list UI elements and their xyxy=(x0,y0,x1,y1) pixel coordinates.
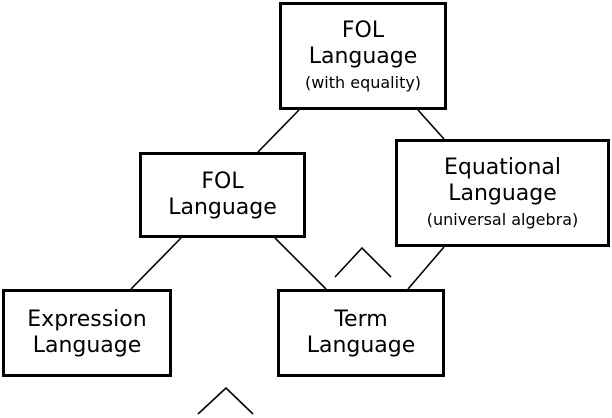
node-title-line2: Language xyxy=(448,181,557,206)
node-title-line1: FOL xyxy=(201,169,244,194)
node-title-line1: Term xyxy=(334,307,388,332)
fol-language-node: FOL Language xyxy=(139,152,306,238)
expression-language-node: Expression Language xyxy=(2,289,172,377)
node-subtitle: (universal algebra) xyxy=(426,210,579,229)
node-title-line2: Language xyxy=(308,44,418,69)
node-title-line1: Expression xyxy=(27,307,147,332)
edge-fol-eq-to-equational xyxy=(417,109,445,140)
node-title-line2: Language xyxy=(306,333,416,358)
edge-fol-to-expression xyxy=(130,237,182,290)
node-title-line1: Equational xyxy=(443,155,562,180)
edge-fol-to-term xyxy=(274,237,327,290)
caret-marker-bottom xyxy=(197,386,254,415)
node-title-line2: Language xyxy=(32,333,142,358)
term-language-node: Term Language xyxy=(277,289,445,377)
caret-marker-top xyxy=(334,246,392,278)
fol-language-with-equality-node: FOL Language (with equality) xyxy=(279,2,447,110)
edge-equational-to-term xyxy=(407,246,445,290)
equational-language-node: Equational Language (universal algebra) xyxy=(395,139,610,247)
node-subtitle: (with equality) xyxy=(304,73,422,92)
node-title-line2: Language xyxy=(168,195,277,220)
node-title-line1: FOL xyxy=(341,18,385,43)
edge-fol-eq-to-fol xyxy=(257,109,300,153)
